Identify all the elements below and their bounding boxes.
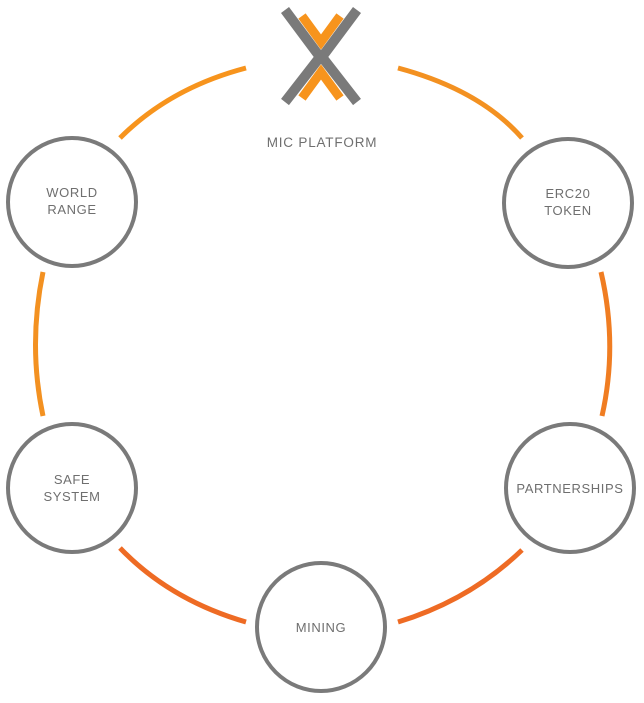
arc-safe-to-world xyxy=(33,271,46,417)
node-world-range-line2: RANGE xyxy=(47,202,96,217)
node-world-range: WORLD RANGE xyxy=(6,136,138,268)
ring-connectors xyxy=(33,65,613,625)
node-erc20-token-line2: TOKEN xyxy=(544,203,592,218)
node-erc20-token-line1: ERC20 xyxy=(546,186,591,201)
node-mining-label: MINING xyxy=(296,620,347,635)
node-partnerships: PARTNERSHIPS xyxy=(504,422,636,554)
node-partnerships-label: PARTNERSHIPS xyxy=(516,481,623,496)
arc-partnerships-to-mining xyxy=(397,548,524,625)
node-safe-system-circle xyxy=(6,422,138,554)
node-mining-circle xyxy=(255,561,387,693)
node-safe-system-line2: SYSTEM xyxy=(43,489,100,504)
mic-x-logo-icon xyxy=(280,7,362,106)
arc-hub-to-erc20 xyxy=(397,65,524,140)
hub-label: MIC PLATFORM xyxy=(267,135,378,150)
node-erc20-token-circle xyxy=(502,137,634,269)
node-partnerships-circle xyxy=(504,422,636,554)
node-world-range-line1: WORLD xyxy=(46,185,97,200)
arc-world-to-hub xyxy=(118,65,247,140)
arc-erc20-to-partnerships xyxy=(598,271,613,417)
node-world-range-circle xyxy=(6,136,138,268)
node-erc20-token: ERC20 TOKEN xyxy=(502,137,634,269)
arc-mining-to-safe xyxy=(118,546,247,625)
node-safe-system-line1: SAFE xyxy=(54,472,90,487)
node-mining: MINING xyxy=(255,561,387,693)
node-safe-system: SAFE SYSTEM xyxy=(6,422,138,554)
